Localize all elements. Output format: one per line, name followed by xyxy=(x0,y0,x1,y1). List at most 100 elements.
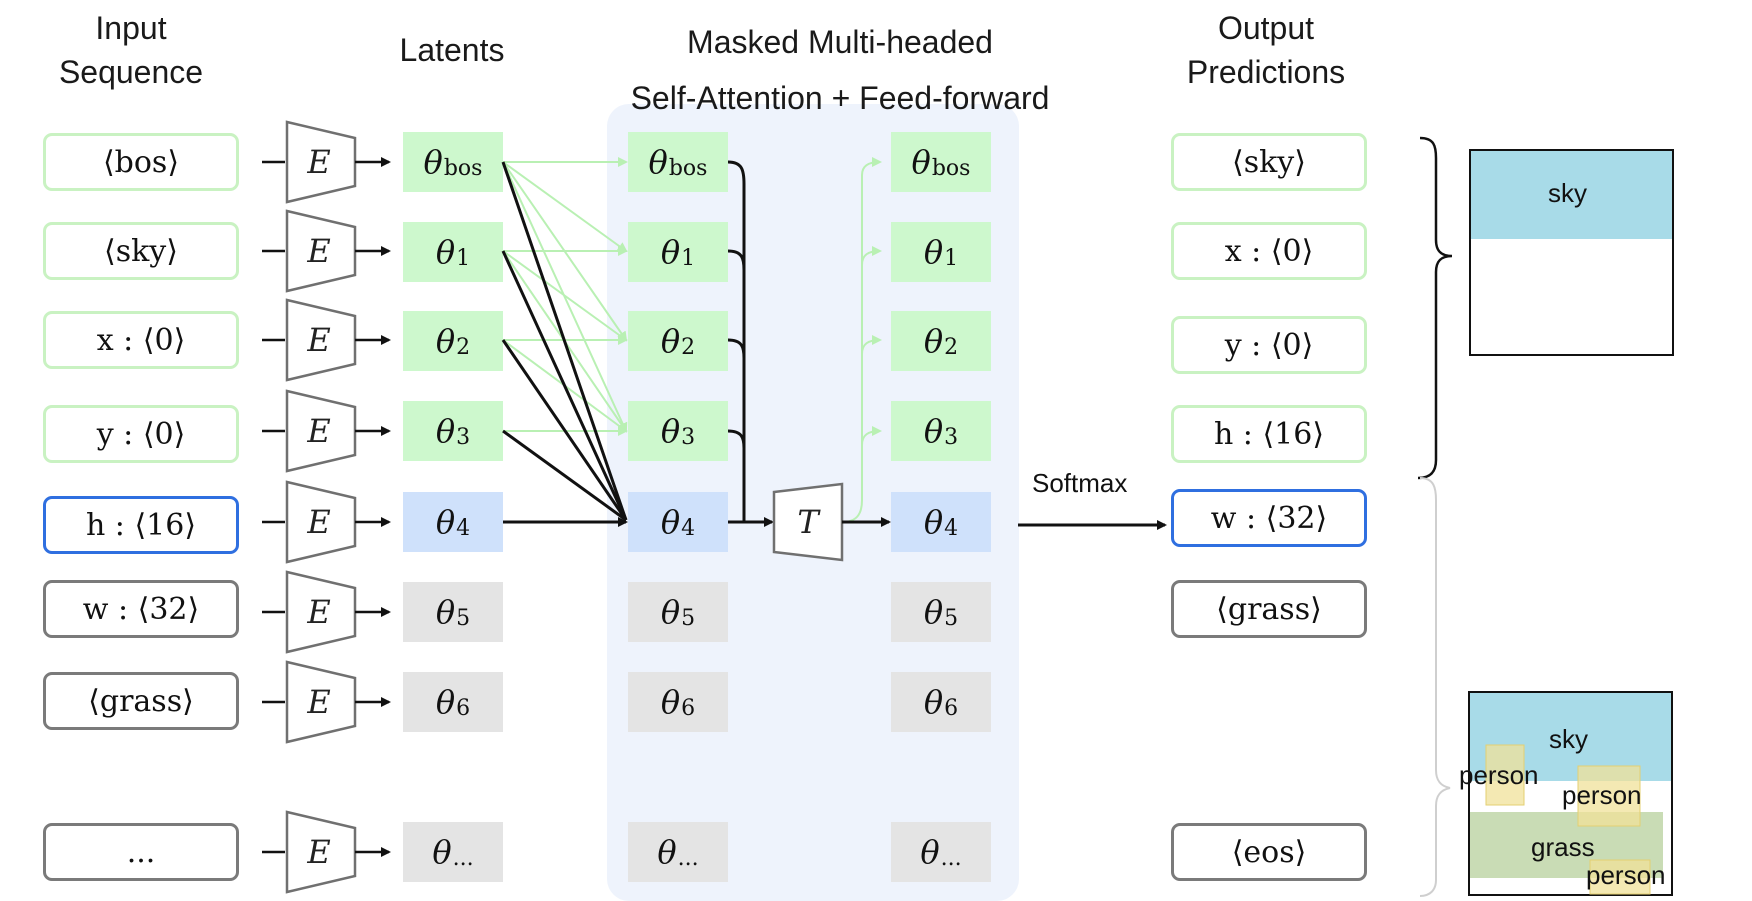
latent-bos-sub: bos xyxy=(443,155,483,181)
attn-latent-4-base: θ xyxy=(660,503,681,541)
latent-bos-base: θ xyxy=(423,143,443,181)
latent-2-sub: 2 xyxy=(456,334,471,360)
transformer-label: T xyxy=(797,503,819,541)
attn-latent-bos-base: θ xyxy=(648,143,668,181)
encoder-trapezoid xyxy=(285,209,357,293)
output-token-y: y : ⟨0⟩ xyxy=(1171,316,1367,374)
sky-region xyxy=(1471,151,1672,239)
header-input: Input Sequence xyxy=(36,6,226,94)
attn-latent-1-base: θ xyxy=(660,233,681,271)
attn-latent-2-sub: 2 xyxy=(681,334,696,360)
attn-latent-ellipsis-base: θ xyxy=(657,833,677,871)
output-token-eos: ⟨eos⟩ xyxy=(1171,823,1367,881)
layout-preview-1 xyxy=(1469,149,1674,356)
attn-latent-1-sub: 1 xyxy=(681,245,696,271)
header-input-line2: Sequence xyxy=(58,54,204,90)
preview2-grass-label: grass xyxy=(1531,832,1595,862)
input-token-y: y : ⟨0⟩ xyxy=(43,405,239,463)
merge-lines xyxy=(727,160,774,527)
output-token-sky: ⟨sky⟩ xyxy=(1171,133,1367,191)
encoder-trapezoid xyxy=(285,480,357,564)
transformer-output-lines xyxy=(841,157,882,523)
out-latent-3-base: θ xyxy=(923,412,944,450)
encoder-row-4 xyxy=(262,480,391,564)
out-latent-bos-base: θ xyxy=(911,143,931,181)
preview2-person-label-2: person xyxy=(1562,780,1642,810)
preview2-sky-label: sky xyxy=(1549,724,1588,754)
latent-4-sub: 4 xyxy=(456,515,471,541)
encoder-row-3 xyxy=(262,389,391,473)
output-token-x: x : ⟨0⟩ xyxy=(1171,222,1367,280)
latent-1-base: θ xyxy=(435,233,456,271)
softmax-label: Softmax xyxy=(1032,468,1128,498)
attn-latent-ellipsis: θ... xyxy=(628,822,728,882)
attn-latent-2-base: θ xyxy=(660,322,681,360)
preview2-person-label-3: person xyxy=(1586,860,1666,890)
input-token-sky: ⟨sky⟩ xyxy=(43,222,239,280)
person-box xyxy=(1589,859,1651,895)
attn-latent-3-base: θ xyxy=(660,412,681,450)
input-token-grass: ⟨grass⟩ xyxy=(43,672,239,730)
masked-attention-lines xyxy=(502,157,628,436)
header-attention-line1: Masked Multi-headed xyxy=(687,24,993,60)
attention-to-current-lines xyxy=(501,161,628,527)
encoder-trapezoid xyxy=(285,660,357,744)
encoder-trapezoid xyxy=(285,298,357,382)
encoder-label: E xyxy=(307,232,331,270)
encoder-label: E xyxy=(307,503,331,541)
latent-ellipsis-base: θ xyxy=(432,833,452,871)
encoder-label: E xyxy=(307,412,331,450)
out-latent-5-base: θ xyxy=(923,593,944,631)
input-token-bos: ⟨bos⟩ xyxy=(43,133,239,191)
output-group-brace xyxy=(1417,136,1453,480)
person-box xyxy=(1577,765,1641,827)
input-token-x: x : ⟨0⟩ xyxy=(43,311,239,369)
encoder-row-1 xyxy=(262,209,391,293)
encoder-trapezoid xyxy=(285,389,357,473)
output-token-h: h : ⟨16⟩ xyxy=(1171,405,1367,463)
out-latent-3-sub: 3 xyxy=(944,424,959,450)
input-token-w: w : ⟨32⟩ xyxy=(43,580,239,638)
input-token-ellipsis: ... xyxy=(43,823,239,881)
preview1-sky-label: sky xyxy=(1548,178,1587,208)
header-attention-line2: Self-Attention + Feed-forward xyxy=(630,80,1050,116)
attn-latent-bos-sub: bos xyxy=(668,155,708,181)
out-latent-ellipsis-sub: ... xyxy=(940,845,962,871)
attn-latent-5-sub: 5 xyxy=(681,605,696,631)
attn-latent-3-sub: 3 xyxy=(681,424,696,450)
header-attention: Masked Multi-headed Self-Attention + Fee… xyxy=(570,14,1110,126)
encoder-trapezoid xyxy=(285,810,357,894)
header-output: Output Predictions xyxy=(1166,6,1366,94)
encoder-label: E xyxy=(307,683,331,721)
encoder-trapezoid xyxy=(285,570,357,654)
out-latent-4-sub: 4 xyxy=(944,515,959,541)
header-input-line1: Input xyxy=(95,10,167,46)
encoder-label: E xyxy=(307,321,331,359)
out-latent-ellipsis-base: θ xyxy=(920,833,940,871)
out-latent-2-sub: 2 xyxy=(944,334,959,360)
out-latent-bos-sub: bos xyxy=(931,155,971,181)
latent-6-sub: 6 xyxy=(456,695,471,721)
out-latent-1-sub: 1 xyxy=(944,245,959,271)
latent-4-base: θ xyxy=(435,503,456,541)
output-token-w: w : ⟨32⟩ xyxy=(1171,489,1367,547)
latent-1-sub: 1 xyxy=(456,245,471,271)
out-latent-ellipsis: θ... xyxy=(891,822,991,882)
